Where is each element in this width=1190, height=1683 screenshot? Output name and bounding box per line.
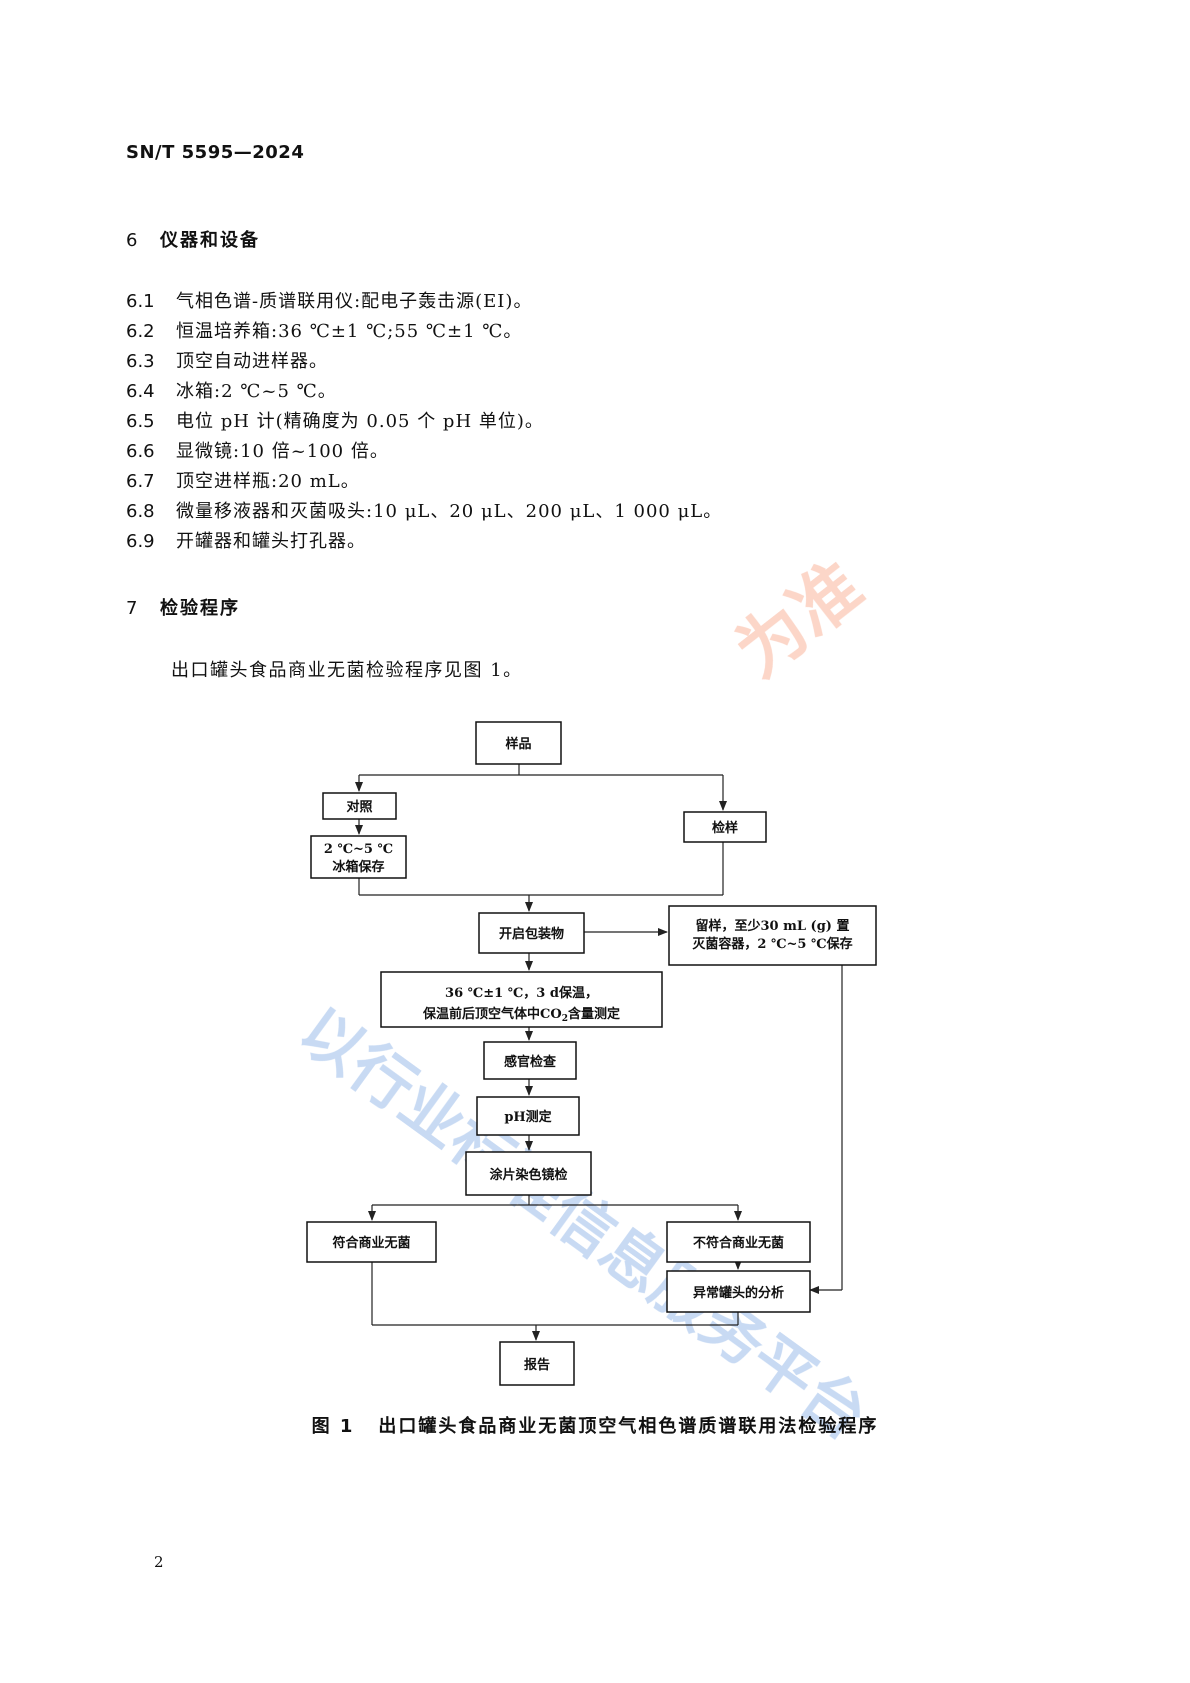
section-6-number: 6: [126, 230, 140, 251]
svg-text:检样: 检样: [712, 820, 738, 836]
section-7-title: 检验程序: [160, 598, 240, 619]
flow-node-test-sample: 检样: [683, 811, 767, 843]
flow-node-smear: 涂片染色镜检: [465, 1151, 592, 1196]
figure-number: 图 1: [311, 1416, 355, 1437]
page-number: 2: [154, 1553, 164, 1571]
svg-text:留样，至少30 mL (g) 置: 留样，至少30 mL (g) 置: [696, 918, 850, 934]
flow-node-report: 报告: [499, 1341, 575, 1386]
section-7-paragraph: 出口罐头食品商业无菌检验程序见图 1。: [171, 660, 523, 681]
flow-connectors: [355, 764, 843, 1341]
figure-title: 出口罐头食品商业无菌顶空气相色谱质谱联用法检验程序: [378, 1416, 879, 1437]
svg-text:灭菌容器，2 ℃~5 ℃保存: 灭菌容器，2 ℃~5 ℃保存: [691, 936, 852, 952]
section-7-number: 7: [126, 598, 140, 619]
svg-text:报告: 报告: [524, 1357, 550, 1373]
section-6-title: 仪器和设备: [160, 230, 260, 251]
flow-node-conform: 符合商业无菌: [306, 1221, 437, 1263]
svg-text:符合商业无菌: 符合商业无菌: [332, 1235, 410, 1251]
flow-node-retain-sample: 留样，至少30 mL (g) 置 灭菌容器，2 ℃~5 ℃保存: [668, 905, 877, 966]
svg-text:pH测定: pH测定: [504, 1109, 551, 1125]
flow-node-open-package: 开启包装物: [478, 912, 585, 954]
flow-node-incubation: 36 ℃±1 ℃，3 d保温， 保温前后顶空气体中CO2含量测定: [380, 971, 663, 1028]
watermark-text-orange: 为准: [722, 547, 878, 693]
svg-text:感官检查: 感官检查: [504, 1054, 557, 1070]
svg-text:2 ℃~5 ℃: 2 ℃~5 ℃: [324, 842, 393, 857]
svg-text:保温前后顶空气体中CO2含量测定: 保温前后顶空气体中CO2含量测定: [422, 1006, 620, 1024]
svg-text:36 ℃±1 ℃，3 d保温，: 36 ℃±1 ℃，3 d保温，: [445, 985, 598, 1001]
flow-node-abnormal: 异常罐头的分析: [666, 1270, 811, 1313]
flow-node-control-storage: 2 ℃~5 ℃ 冰箱保存: [310, 835, 407, 879]
svg-text:样品: 样品: [505, 736, 531, 752]
flow-node-nonconform: 不符合商业无菌: [666, 1221, 811, 1263]
svg-text:冰箱保存: 冰箱保存: [332, 859, 384, 875]
flow-node-sample: 样品: [475, 721, 562, 765]
flow-node-control: 对照: [322, 792, 397, 820]
standard-code: SN/T 5595—2024: [126, 142, 305, 163]
section-6-heading: 6 仪器和设备: [126, 226, 260, 252]
flow-node-sensory: 感官检查: [483, 1041, 577, 1080]
svg-text:异常罐头的分析: 异常罐头的分析: [693, 1285, 784, 1301]
flow-node-ph: pH测定: [476, 1096, 580, 1136]
section-7-heading: 7 检验程序: [126, 594, 240, 620]
svg-text:开启包装物: 开启包装物: [499, 926, 564, 942]
svg-text:涂片染色镜检: 涂片染色镜检: [489, 1167, 567, 1183]
svg-text:对照: 对照: [346, 799, 372, 815]
svg-text:不符合商业无菌: 不符合商业无菌: [693, 1235, 784, 1251]
figure-caption: 图 1 出口罐头食品商业无菌顶空气相色谱质谱联用法检验程序: [0, 1412, 1190, 1438]
